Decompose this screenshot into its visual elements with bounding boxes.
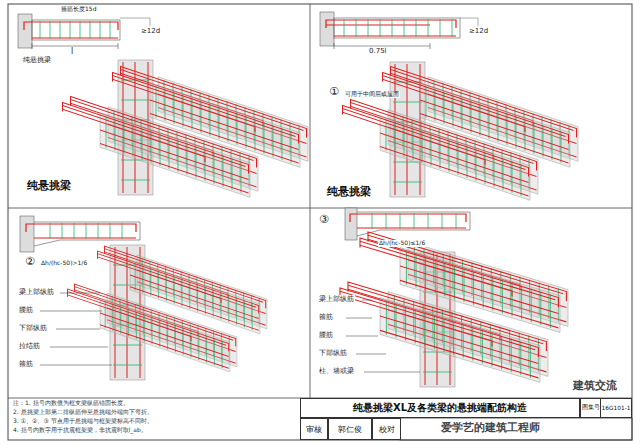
callout-number: ① [328, 86, 340, 99]
cell-text: 纯悬挑梁XL及各类梁的悬挑端配筋构造 [353, 401, 527, 415]
cell-text: 图集号 [582, 404, 600, 412]
dimension: l [70, 47, 74, 56]
part-name: 拉结筋 [18, 342, 41, 350]
part-name: 梁上部纵筋 [18, 288, 55, 296]
cell-text: 校对 [379, 424, 395, 435]
elevation-detail [345, 208, 470, 240]
leader-lines [40, 293, 112, 365]
elevation-detail [18, 14, 120, 49]
note: 3. ①、②、③ 节点用于悬挑端与框架梁标高不同时。 [12, 418, 154, 425]
leader-lines [346, 300, 420, 372]
part-name: 下部纵筋 [318, 349, 348, 357]
callout-note: 可用于中间层或屋面 [344, 91, 400, 98]
atlas-number-cell: 16G101-1 [600, 398, 632, 418]
beam-front [68, 287, 231, 372]
frame [8, 4, 632, 440]
part-name: 梁上部纵筋 [318, 295, 355, 303]
name-cell: 郭仁俊 [328, 418, 372, 440]
note: 2. 悬挑梁上部第二排纵筋伸至悬挑端外端向下弯折。 [12, 409, 154, 416]
cell-text: 审核 [306, 424, 322, 435]
atlas-label-cell: 图集号 [580, 398, 602, 418]
title-cell: 纯悬挑梁XL及各类梁的悬挑端配筋构造 [300, 398, 580, 418]
part-name: 柱、墙或梁 [318, 367, 355, 375]
leader-line [120, 18, 150, 26]
cell-text: 郭仁俊 [338, 424, 362, 435]
note: 4. 括号内数字用于抗震框架梁，非抗震时取l_ab。 [12, 427, 148, 434]
dimension: ≥12d [468, 27, 489, 35]
panel-dividers [8, 4, 632, 398]
callout-number: ② [24, 256, 36, 269]
panel-title: 纯悬挑梁 [326, 186, 372, 199]
role-cell: 校对 [372, 418, 401, 440]
note: 注：1. 括号内数值为框支梁纵筋锚固长度。 [12, 400, 130, 407]
part-name: 下部纵筋 [18, 324, 48, 332]
rebar-note: 箍筋长度15d [60, 6, 97, 13]
watermark: 爱学艺的建筑工程师 [440, 422, 541, 435]
leader-line [460, 18, 478, 26]
beam-front [63, 100, 251, 197]
part-name: 箍筋 [318, 313, 334, 321]
title-block-cell [400, 418, 632, 440]
beam-front [340, 286, 540, 383]
part-name: 纯悬挑梁 [22, 56, 52, 64]
panel-title: 纯悬挑梁 [26, 180, 72, 193]
callout-number: ③ [318, 214, 330, 227]
part-name: 腰筋 [18, 306, 34, 314]
dimension: 0.75l [368, 47, 388, 55]
part-name: 腰筋 [318, 331, 334, 339]
watermark: 建筑交流 [572, 380, 618, 393]
role-cell: 审核 [300, 418, 328, 440]
elevation-detail [320, 12, 460, 49]
dimension: ≥12d [140, 27, 161, 35]
callout-note: Δh/(hc-50)>1/6 [40, 260, 88, 267]
part-name: 箍筋 [18, 360, 34, 368]
cell-text: 16G101-1 [602, 405, 631, 411]
callout-note: Δh/(hc-50)≤1/6 [378, 240, 426, 247]
